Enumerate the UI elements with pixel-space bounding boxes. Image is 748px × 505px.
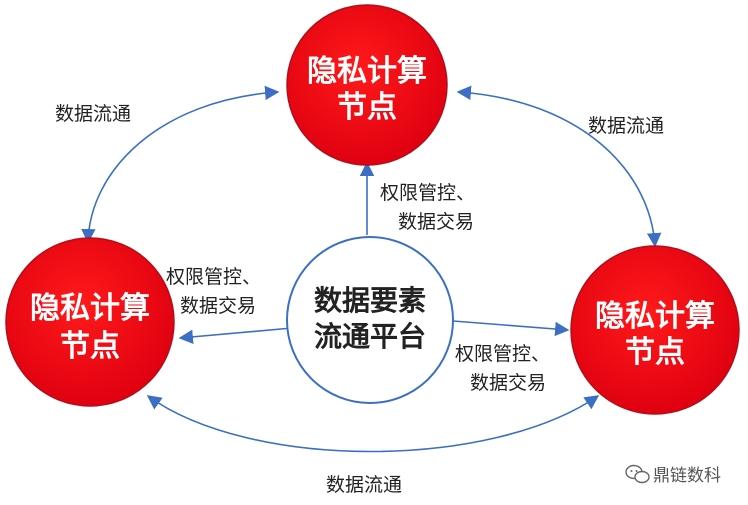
arrow-center-left xyxy=(178,327,293,345)
arrow-center-right xyxy=(452,320,570,337)
watermark: 鼎链数科 xyxy=(625,464,721,486)
node-left-line1: 隐私计算 xyxy=(30,291,150,326)
label-center-left-1: 权限管控、 xyxy=(166,266,261,288)
node-top-line1: 隐私计算 xyxy=(307,54,427,89)
label-center-top-2: 数据交易 xyxy=(398,211,474,233)
node-top-line2: 节点 xyxy=(337,90,397,125)
label-center-right-1: 权限管控、 xyxy=(455,343,550,365)
label-center-right-2: 数据交易 xyxy=(470,372,546,394)
arrow-bottom xyxy=(146,395,600,453)
center-line2: 流通平台 xyxy=(314,320,426,353)
label-center-left-2: 数据交易 xyxy=(180,295,256,317)
label-top-left: 数据流通 xyxy=(55,103,131,125)
node-right-line2: 节点 xyxy=(625,335,685,370)
label-bottom: 数据流通 xyxy=(326,474,402,496)
arrow-top-right xyxy=(456,85,662,248)
node-left: 隐私计算 节点 xyxy=(5,237,175,407)
wechat-icon xyxy=(625,464,650,484)
node-left-line2: 节点 xyxy=(60,329,120,364)
node-top: 隐私计算 节点 xyxy=(286,4,448,166)
center-line1: 数据要素 xyxy=(314,284,426,317)
watermark-text: 鼎链数科 xyxy=(653,466,721,486)
label-center-top-1: 权限管控、 xyxy=(380,182,475,204)
node-right-line1: 隐私计算 xyxy=(595,299,715,334)
arrow-top-left xyxy=(81,85,280,244)
label-top-right: 数据流通 xyxy=(588,115,664,137)
node-right: 隐私计算 节点 xyxy=(570,245,740,415)
center-platform: 数据要素 流通平台 xyxy=(286,236,454,404)
